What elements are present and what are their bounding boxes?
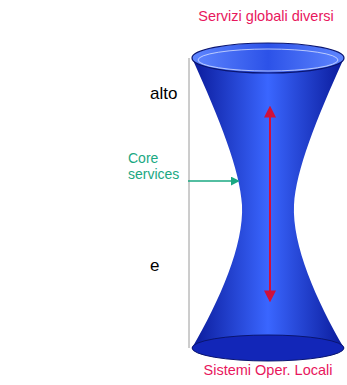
slide-text: e <box>150 256 159 276</box>
top-cap <box>192 43 344 73</box>
cap-highlight <box>198 49 338 71</box>
slide-text: alto <box>150 84 177 104</box>
leader-arrow <box>188 180 238 182</box>
heading-label: Servizi globali diversi <box>198 8 333 25</box>
border-line <box>189 58 190 348</box>
bottom-cap <box>192 335 344 361</box>
hourglass-body <box>192 58 344 348</box>
footer-label: Sistemi Oper. Locali <box>204 362 333 379</box>
double-arrow <box>269 108 271 300</box>
callout-label: Core services <box>128 150 186 182</box>
